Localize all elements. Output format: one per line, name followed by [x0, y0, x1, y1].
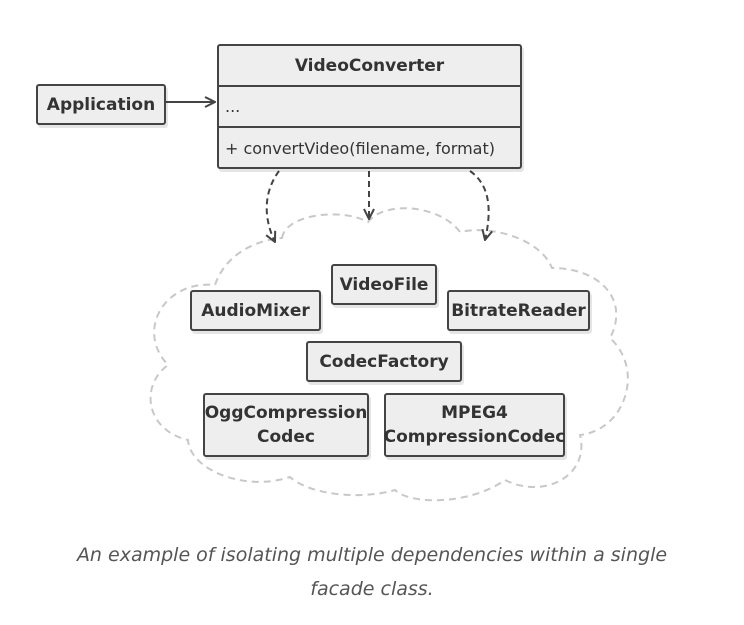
- caption-line-2: facade class.: [310, 578, 434, 600]
- bitratereader-label: BitrateReader: [451, 300, 586, 321]
- mpeg4compressioncodec-label-line1: MPEG4: [441, 403, 508, 423]
- application-label: Application: [46, 94, 156, 115]
- subsystem-cloud: [149, 207, 629, 502]
- videofile-label: VideoFile: [339, 274, 429, 295]
- dependency-arrow-right: [469, 170, 489, 240]
- audiomixer-label: AudioMixer: [201, 300, 310, 321]
- codecfactory-box: CodecFactory: [306, 341, 462, 382]
- audiomixer-box: AudioMixer: [190, 290, 321, 331]
- codecfactory-label: CodecFactory: [319, 351, 449, 372]
- oggcompressioncodec-label-line2: Codec: [257, 427, 315, 447]
- videoconverter-class: VideoConverter ... + convertVideo(filena…: [217, 44, 522, 169]
- videoconverter-fields: ...: [219, 87, 520, 128]
- bitratereader-box: BitrateReader: [447, 290, 590, 331]
- dependency-arrow-left: [267, 170, 280, 242]
- convertvideo-method: + convertVideo(filename, format): [225, 138, 495, 158]
- mpeg4compressioncodec-box: MPEG4 CompressionCodec: [384, 393, 565, 457]
- oggcompressioncodec-box: OggCompression Codec: [203, 393, 369, 457]
- videoconverter-class-name: VideoConverter: [219, 46, 520, 87]
- videofile-box: VideoFile: [331, 264, 437, 305]
- application-box: Application: [36, 84, 166, 125]
- caption-line-1: An example of isolating multiple depende…: [76, 544, 668, 566]
- oggcompressioncodec-label-line1: OggCompression: [204, 403, 368, 423]
- mpeg4compressioncodec-label-line2: CompressionCodec: [383, 427, 566, 447]
- figure-caption: An example of isolating multiple depende…: [40, 538, 704, 606]
